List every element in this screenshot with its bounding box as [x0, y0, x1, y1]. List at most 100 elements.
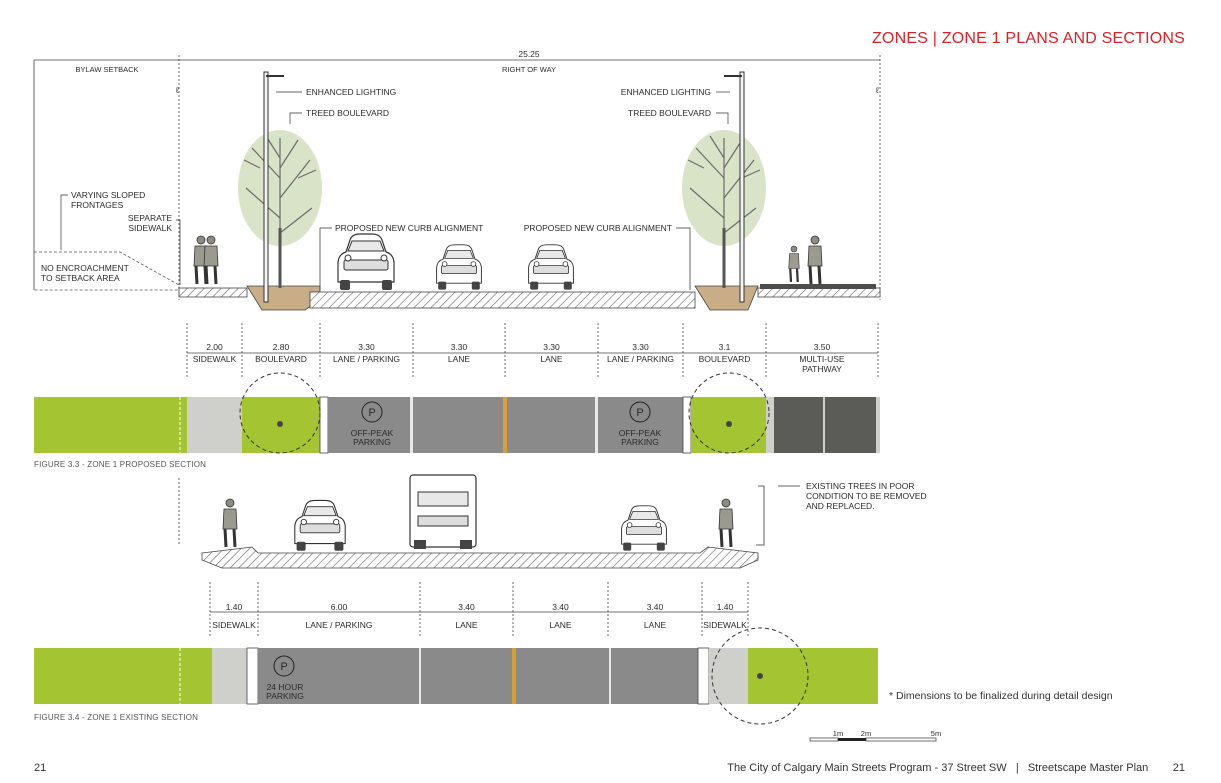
proposed-dim-label-5: LANE / PARKING: [607, 354, 674, 364]
property-line-mark-right: ℓ: [875, 85, 879, 95]
bylaw-setback-label: BYLAW SETBACK: [75, 65, 138, 74]
existing-roadway: [258, 648, 698, 704]
tree-trunk-marker: [757, 673, 763, 679]
footer-separator: |: [1015, 762, 1019, 774]
footer-doc-title: The City of Calgary Main Streets Program…: [727, 762, 1007, 774]
proposed-dim-width-5: 3.30: [632, 342, 649, 352]
footer: The City of Calgary Main Streets Program…: [727, 762, 1185, 774]
proposed-dim-width-4: 3.30: [543, 342, 560, 352]
proposed-dim-label-7: MULTI-USE: [799, 354, 845, 364]
existing-section-elevation: EXISTING TREES IN POOR CONDITION TO BE R…: [178, 474, 927, 569]
svg-text:P: P: [636, 407, 643, 419]
scale-label-2m: 2m: [861, 729, 871, 738]
proposed-dim-width-0: 2.00: [206, 342, 223, 352]
existing-dim-width-2: 3.40: [458, 602, 475, 612]
existing-parking-2: PARKING: [266, 691, 304, 701]
callout-treed-boulevard-left: TREED BOULEVARD: [306, 108, 389, 118]
parking-icon: P: [629, 401, 651, 423]
callout-enhanced-lighting-left: ENHANCED LIGHTING: [306, 87, 396, 97]
existing-tree-trunk: [756, 485, 765, 546]
callout-treed-boulevard-right: TREED BOULEVARD: [628, 108, 711, 118]
existing-dim-label-4: LANE: [644, 620, 667, 630]
parking-label-left-2: PARKING: [353, 437, 391, 447]
proposed-plan-strip: P OFF-PEAK PARKING P OFF-PEAK PARKING: [34, 372, 880, 454]
pathway-slab: [757, 287, 881, 298]
proposed-dim-label-1: BOULEVARD: [255, 354, 307, 364]
existing-lawn-left: [34, 648, 212, 704]
existing-plan-strip: P 24 HOUR PARKING: [34, 627, 878, 725]
proposed-section-elevation: 25.25 RIGHT OF WAY BYLAW SETBACK ℓ ℓ EN: [33, 49, 881, 311]
car-icon: [436, 244, 482, 291]
page-number-right: 21: [1172, 762, 1185, 774]
existing-dim-label-0: SIDEWALK: [212, 620, 256, 630]
proposed-dim-label-4: LANE: [540, 354, 563, 364]
plan-centerline: [503, 397, 507, 453]
parking-icon: P: [273, 655, 295, 677]
figure-caption-proposed: FIGURE 3.3 - ZONE 1 PROPOSED SECTION: [34, 460, 207, 469]
proposed-dim-width-6: 3.1: [719, 342, 731, 352]
dimension-note: * Dimensions to be finalized during deta…: [889, 690, 1113, 702]
car-icon: [621, 505, 667, 552]
page-title: ZONES | ZONE 1 PLANS AND SECTIONS: [871, 30, 1185, 47]
right-tree-pit: [694, 285, 759, 311]
plan-sidewalk: [187, 397, 242, 453]
cyclist-icon: [787, 244, 801, 284]
right-of-way-label: RIGHT OF WAY: [502, 65, 556, 74]
existing-dim-width-5: 1.40: [717, 602, 734, 612]
proposed-dim-width-7: 3.50: [814, 342, 831, 352]
pathway-surface: [760, 284, 876, 289]
car-icon: [337, 233, 395, 291]
existing-parking-1: 24 HOUR: [267, 682, 304, 692]
existing-dim-label-2: LANE: [455, 620, 478, 630]
pedestrian-icon: [717, 497, 735, 549]
existing-dim-label-5: SIDEWALK: [703, 620, 747, 630]
existing-centerline: [512, 648, 516, 704]
proposed-dim-width-2: 3.30: [358, 342, 375, 352]
proposed-dim-width-1: 2.80: [273, 342, 290, 352]
callout-varying-sloped-2: FRONTAGES: [71, 200, 124, 210]
setback-lawn: [34, 397, 187, 453]
proposed-dim-label-2: LANE / PARKING: [333, 354, 400, 364]
existing-dim-width-1: 6.00: [331, 602, 348, 612]
left-sidewalk-slab: [178, 287, 248, 298]
tree-trunk-marker: [726, 421, 732, 427]
tree-canopy-outline: [688, 372, 770, 454]
proposed-dim-label2-7: PATHWAY: [802, 364, 842, 374]
proposed-dim-label-0: SIDEWALK: [193, 354, 237, 364]
existing-dim-label-1: LANE / PARKING: [306, 620, 373, 630]
plan-curb-left: [319, 396, 329, 454]
tree-canopy-outline: [239, 372, 321, 454]
tree-trunk-marker: [277, 421, 283, 427]
callout-no-encroachment-2: TO SETBACK AREA: [41, 273, 120, 283]
proposed-dim-label-3: LANE: [448, 354, 471, 364]
tree-icon: [680, 128, 768, 290]
car-icon: [294, 499, 346, 552]
roadway-slab: [309, 291, 696, 309]
parking-label-right-2: PARKING: [621, 437, 659, 447]
car-icon: [528, 244, 574, 291]
pedestrian-icon: [806, 234, 824, 286]
parking-label-left-1: OFF-PEAK: [351, 428, 394, 438]
scale-bar: 1m 2m 5m: [809, 729, 941, 742]
callout-enhanced-lighting-right: ENHANCED LIGHTING: [621, 87, 711, 97]
scale-label-5m: 5m: [931, 729, 941, 738]
proposed-dim-width-3: 3.30: [451, 342, 468, 352]
truck-icon: [409, 474, 477, 549]
callout-separate-sidewalk-2: SIDEWALK: [128, 223, 172, 233]
overall-dimension: 25.25: [518, 49, 540, 59]
scale-label-1m: 1m: [833, 729, 843, 738]
existing-dim-width-4: 3.40: [647, 602, 664, 612]
footer-plan-name: Streetscape Master Plan: [1027, 762, 1149, 774]
callout-separate-sidewalk-1: SEPARATE: [128, 213, 172, 223]
callout-curb-left: PROPOSED NEW CURB ALIGNMENT: [335, 223, 483, 233]
callout-varying-sloped-1: VARYING SLOPED: [71, 190, 145, 200]
existing-callout-3: AND REPLACED.: [806, 501, 875, 511]
parking-label-right-1: OFF-PEAK: [619, 428, 662, 438]
figure-caption-existing: FIGURE 3.4 - ZONE 1 EXISTING SECTION: [34, 713, 199, 722]
page-number-left: 21: [34, 762, 47, 774]
svg-text:P: P: [368, 407, 375, 419]
existing-road-slab: [201, 546, 759, 569]
